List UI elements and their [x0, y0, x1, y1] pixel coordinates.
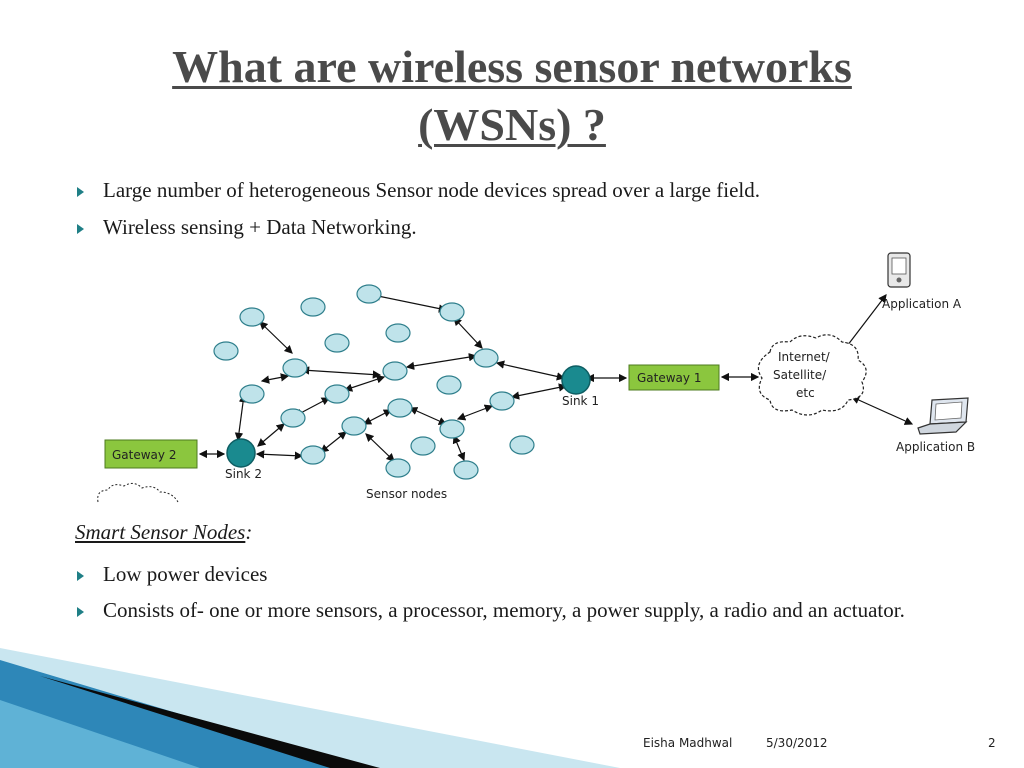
sensor-node: [453, 460, 479, 480]
bullet-item: Consists of- one or more sensors, a proc…: [75, 592, 975, 628]
decorative-swoosh: [0, 648, 620, 768]
sensor-node-group: [213, 284, 535, 480]
pda-icon: [887, 252, 911, 288]
sink-1-node: [561, 365, 591, 395]
sink-1-label: Sink 1: [562, 394, 599, 408]
sensor-node: [387, 398, 413, 418]
footer-page-number: 2: [988, 736, 996, 750]
sensor-node: [382, 361, 408, 381]
gateway-2-box: [104, 439, 198, 469]
network-links: [198, 292, 914, 462]
sensor-node: [239, 307, 265, 327]
sensor-node: [341, 416, 367, 436]
gateway-1-box: [628, 364, 720, 391]
title-line-2: (WSNs) ?: [418, 99, 606, 150]
gateway-1-label: Gateway 1: [637, 371, 701, 385]
bullet-item: Low power devices: [75, 556, 975, 592]
footer-author: Eisha Madhwal: [643, 736, 733, 750]
sensor-node: [300, 445, 326, 465]
sensor-node: [324, 384, 350, 404]
sink-2-node: [226, 438, 256, 468]
wsn-diagram: Sink 1 Sink 2 Gateway 1 Gateway 2 Intern…: [97, 252, 975, 503]
bullet-arrow-icon: [77, 224, 84, 234]
sensor-node: [436, 375, 462, 395]
application-a-label: Application A: [882, 297, 962, 311]
sensor-node: [385, 458, 411, 478]
sensor-node: [282, 358, 308, 378]
cloud-label-line-3: etc: [796, 386, 815, 400]
sensor-node: [356, 284, 382, 304]
bullet-item: Large number of heterogeneous Sensor nod…: [75, 172, 760, 209]
internet-cloud: [757, 334, 867, 416]
sensor-node: [410, 436, 436, 456]
sensor-node: [489, 391, 515, 411]
sensor-node: [439, 302, 465, 322]
laptop-icon: [917, 397, 969, 435]
title-line-1: What are wireless sensor networks: [172, 41, 852, 92]
cloud-label-line-2: Satellite/: [773, 368, 827, 382]
sensor-node: [385, 323, 411, 343]
bullet-arrow-icon: [77, 607, 84, 617]
sensor-node: [324, 333, 350, 353]
bottom-bullet-list: Low power devices Consists of- one or mo…: [75, 556, 975, 628]
sensor-node: [280, 408, 306, 428]
bullet-arrow-icon: [77, 187, 84, 197]
sensor-node: [509, 435, 535, 455]
top-bullet-list: Large number of heterogeneous Sensor nod…: [75, 172, 760, 246]
sensor-node: [473, 348, 499, 368]
bullet-item: Wireless sensing + Data Networking.: [75, 209, 760, 246]
sensor-node: [439, 419, 465, 439]
sensor-node: [239, 384, 265, 404]
gateway-2-label: Gateway 2: [112, 448, 176, 462]
sensor-node: [213, 341, 239, 361]
application-b-label: Application B: [896, 440, 975, 454]
slide-title: What are wireless sensor networks (WSNs)…: [0, 38, 1024, 154]
sensor-node: [300, 297, 326, 317]
bullet-arrow-icon: [77, 571, 84, 581]
smart-sensor-nodes-heading: Smart Sensor Nodes:: [75, 520, 253, 544]
sensor-nodes-label: Sensor nodes: [366, 487, 447, 501]
cloud-label-line-1: Internet/: [778, 350, 831, 364]
sink-2-label: Sink 2: [225, 467, 262, 481]
footer-date: 5/30/2012: [766, 736, 828, 750]
gateway-2-cloud: [97, 482, 179, 503]
